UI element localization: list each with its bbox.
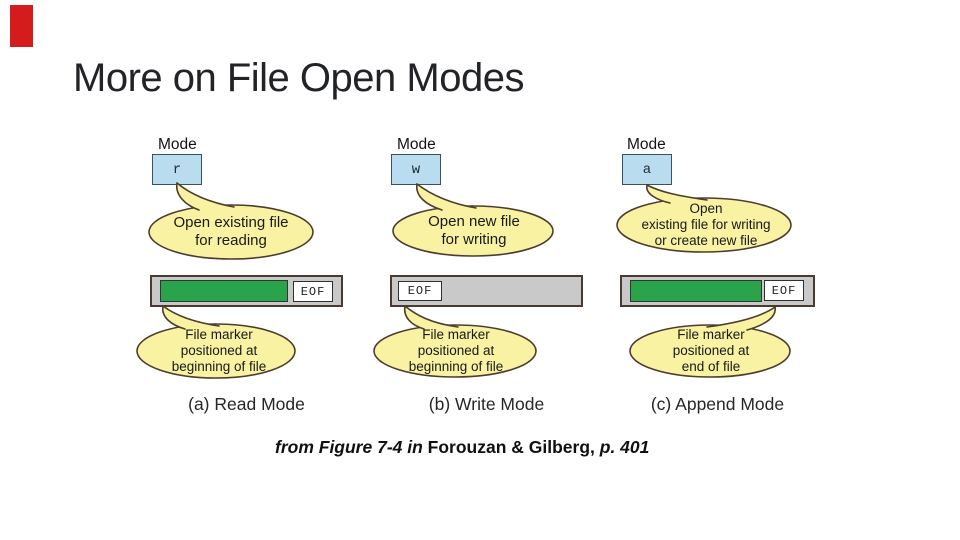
file-bar-write: EOF (390, 275, 583, 307)
marker-callout-read: File marker positioned at beginning of f… (135, 305, 303, 383)
open-callout-write-text: Open new file for writing (428, 213, 520, 248)
citation-page: p. 401 (594, 437, 650, 457)
open-callout-append: Open existing file for writing or create… (615, 172, 797, 256)
file-bar-append: EOF (620, 275, 815, 307)
red-accent-bar (10, 5, 33, 47)
marker-callout-append: File marker positioned at end of file (625, 305, 797, 383)
file-data-region (160, 280, 288, 302)
eof-box-read: EOF (293, 281, 333, 302)
marker-callout-write: File marker positioned at beginning of f… (370, 305, 542, 383)
mode-letter-r: r (172, 161, 182, 178)
marker-callout-append-text: File marker positioned at end of file (672, 327, 750, 374)
mode-box-read: r (152, 154, 202, 185)
speech-balloon-icon (136, 305, 296, 379)
citation: from Figure 7-4 in Forouzan & Gilberg, p… (275, 437, 649, 458)
mode-label-read: Mode (158, 136, 197, 153)
caption-read-mode: (a) Read Mode (188, 394, 305, 414)
citation-figure-ref: from Figure 7-4 in (275, 437, 423, 457)
caption-append-mode: (c) Append Mode (650, 394, 785, 414)
marker-callout-write-text: File marker positioned at beginning of f… (408, 327, 504, 374)
mode-letter-a: a (642, 161, 652, 178)
speech-balloon-icon (616, 184, 792, 253)
page-title: More on File Open Modes (73, 56, 524, 100)
open-callout-write: Open new file for writing (390, 178, 558, 260)
mode-label-append: Mode (627, 136, 666, 153)
citation-authors: Forouzan & Gilberg, (422, 437, 595, 457)
mode-box-write: w (391, 154, 441, 185)
speech-balloon-icon (148, 182, 314, 260)
caption-write-mode: (b) Write Mode (428, 394, 545, 414)
open-callout-read: Open existing file for reading (145, 178, 317, 262)
open-callout-append-text: Open existing file for writing or create… (641, 201, 771, 248)
speech-balloon-icon (373, 305, 537, 378)
mode-box-append: a (622, 154, 672, 185)
file-bar-read: EOF (150, 275, 343, 307)
mode-label-write: Mode (397, 136, 436, 153)
marker-callout-read-text: File marker positioned at beginning of f… (171, 327, 267, 374)
mode-letter-w: w (411, 161, 421, 178)
speech-balloon-icon (629, 306, 791, 378)
open-callout-read-text: Open existing file for reading (173, 214, 289, 249)
speech-balloon-icon (392, 183, 554, 257)
eof-box-write: EOF (398, 281, 442, 301)
file-data-region (630, 280, 762, 302)
eof-box-append: EOF (764, 280, 804, 301)
